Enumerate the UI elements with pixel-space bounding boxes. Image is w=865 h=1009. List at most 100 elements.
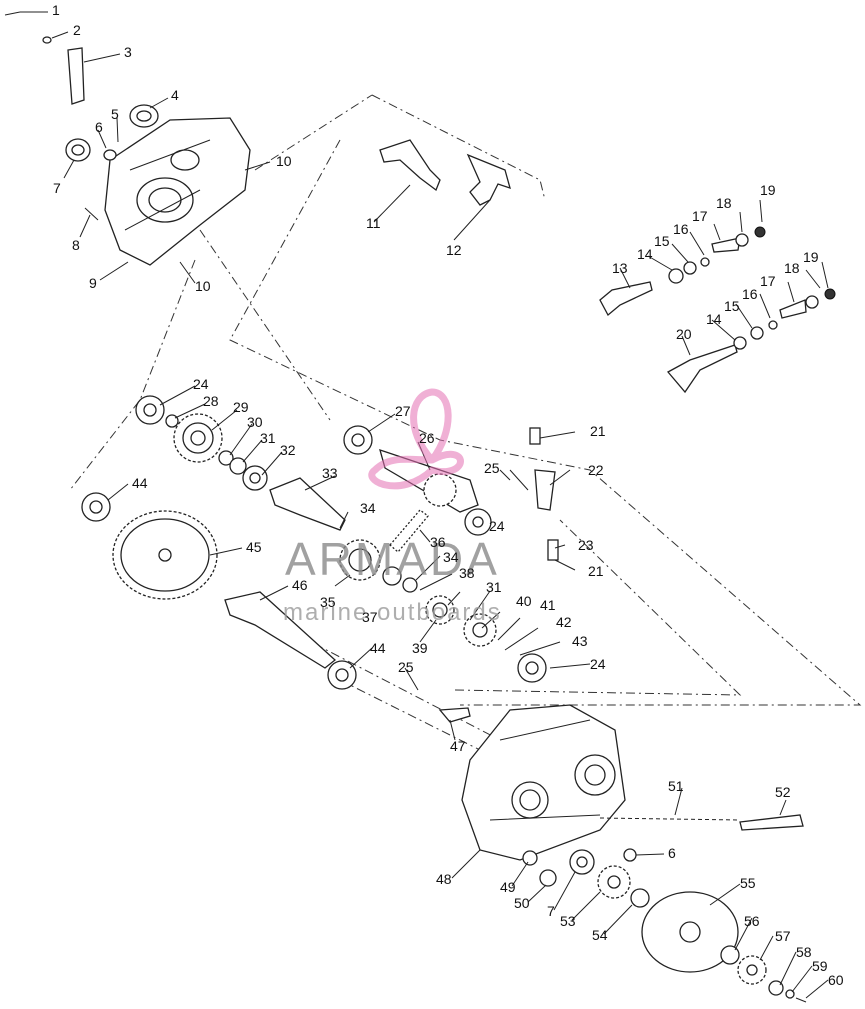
callout-19-lower: 19 <box>803 249 819 265</box>
callout-21-upper: 21 <box>590 423 606 439</box>
washer-7-lower <box>569 849 595 875</box>
seal-49 <box>522 850 538 866</box>
callout-55: 55 <box>740 875 756 891</box>
callout-31-lower: 31 <box>486 579 502 595</box>
callout-34-lower: 34 <box>443 549 459 565</box>
callout-16-lower: 16 <box>742 286 758 302</box>
shift-fork-11 <box>379 139 441 192</box>
washer-28 <box>165 414 179 428</box>
callout-6-lower: 6 <box>668 845 676 861</box>
ring-34-lower <box>402 577 418 593</box>
callout-40: 40 <box>516 593 532 609</box>
callout-49: 49 <box>500 879 516 895</box>
callout-32: 32 <box>280 442 296 458</box>
callout-18-upper: 18 <box>716 195 732 211</box>
callout-27: 27 <box>395 403 411 419</box>
callout-23: 23 <box>578 537 594 553</box>
clutch-55 <box>641 891 739 973</box>
callout-19-upper: 19 <box>760 182 776 198</box>
callout-25-lower: 25 <box>398 659 414 675</box>
washer-set-upper <box>668 226 766 284</box>
callout-1: 1 <box>52 2 60 18</box>
ring-37 <box>382 566 402 586</box>
shaft-26 <box>379 448 479 513</box>
bushing-6 <box>103 149 117 161</box>
chain-36 <box>389 509 429 553</box>
gear-29 <box>173 413 223 463</box>
shift-fork-12 <box>466 153 511 206</box>
cable-51 <box>599 817 741 821</box>
callout-14-upper: 14 <box>637 246 653 262</box>
bolt-1 <box>4 11 21 16</box>
callout-14-lower: 14 <box>706 311 722 327</box>
bearing-44-left <box>81 492 111 522</box>
callout-33: 33 <box>322 465 338 481</box>
callout-leaders <box>20 11 829 999</box>
callout-20: 20 <box>676 326 692 342</box>
callout-4: 4 <box>171 87 179 103</box>
callout-10-bottom: 10 <box>195 278 211 294</box>
bolt-8 <box>84 207 99 221</box>
seal-7 <box>65 138 91 162</box>
watermark-tagline: marine outboards <box>283 599 502 626</box>
callout-22: 22 <box>588 462 604 478</box>
shift-shaft-13 <box>599 281 653 317</box>
shift-shaft-20 <box>666 344 738 394</box>
callout-9: 9 <box>89 275 97 291</box>
shaft-33 <box>269 477 346 531</box>
callout-16-upper: 16 <box>673 221 689 237</box>
ring-32 <box>242 465 268 491</box>
washer-2 <box>42 36 52 44</box>
callout-21-lower: 21 <box>588 563 604 579</box>
callout-2: 2 <box>73 22 81 38</box>
left-cover-housing <box>104 117 251 266</box>
lever-47 <box>438 707 471 723</box>
gear-45 <box>112 510 218 600</box>
washer-set-lower <box>733 288 836 350</box>
callout-31-upper: 31 <box>260 430 276 446</box>
callout-53: 53 <box>560 913 576 929</box>
callout-3: 3 <box>124 44 132 60</box>
callout-labels: 1 2 3 4 5 6 7 8 9 10 10 11 12 13 14 15 1… <box>52 2 844 988</box>
callout-24-upper: 24 <box>193 376 209 392</box>
callout-7-lower: 7 <box>547 903 555 919</box>
callout-5: 5 <box>111 106 119 122</box>
bearing-24-lower <box>517 653 547 683</box>
detent-parts <box>509 427 559 561</box>
ring-56 <box>720 945 740 965</box>
bolt-52 <box>739 814 804 831</box>
callout-34-upper: 34 <box>360 500 376 516</box>
callout-15-upper: 15 <box>654 233 670 249</box>
callout-25-upper: 25 <box>484 460 500 476</box>
callout-60: 60 <box>828 972 844 988</box>
callout-59: 59 <box>812 958 828 974</box>
callout-50: 50 <box>514 895 530 911</box>
seal-4 <box>129 104 159 128</box>
bearing-24-upper <box>135 395 165 425</box>
callout-6: 6 <box>95 119 103 135</box>
callout-47: 47 <box>450 738 466 754</box>
shaft-46 <box>224 591 337 669</box>
callout-30: 30 <box>247 414 263 430</box>
callout-35: 35 <box>320 594 336 610</box>
callout-42: 42 <box>556 614 572 630</box>
callout-39: 39 <box>412 640 428 656</box>
callout-36: 36 <box>430 534 446 550</box>
callout-7: 7 <box>53 180 61 196</box>
bushing-50 <box>539 869 557 887</box>
callout-38: 38 <box>459 565 475 581</box>
ring-30 <box>218 450 234 466</box>
propeller-icon <box>368 388 464 490</box>
main-case-48 <box>461 704 626 861</box>
callout-29: 29 <box>233 399 249 415</box>
callout-52: 52 <box>775 784 791 800</box>
callout-11: 11 <box>366 215 381 231</box>
gear-39 <box>425 595 455 625</box>
callout-41: 41 <box>540 597 556 613</box>
sprocket-53 <box>597 865 631 899</box>
bolt-60 <box>795 997 807 1003</box>
sprocket-57 <box>737 955 767 985</box>
callout-24-lower: 24 <box>590 656 606 672</box>
callout-12: 12 <box>446 242 462 258</box>
